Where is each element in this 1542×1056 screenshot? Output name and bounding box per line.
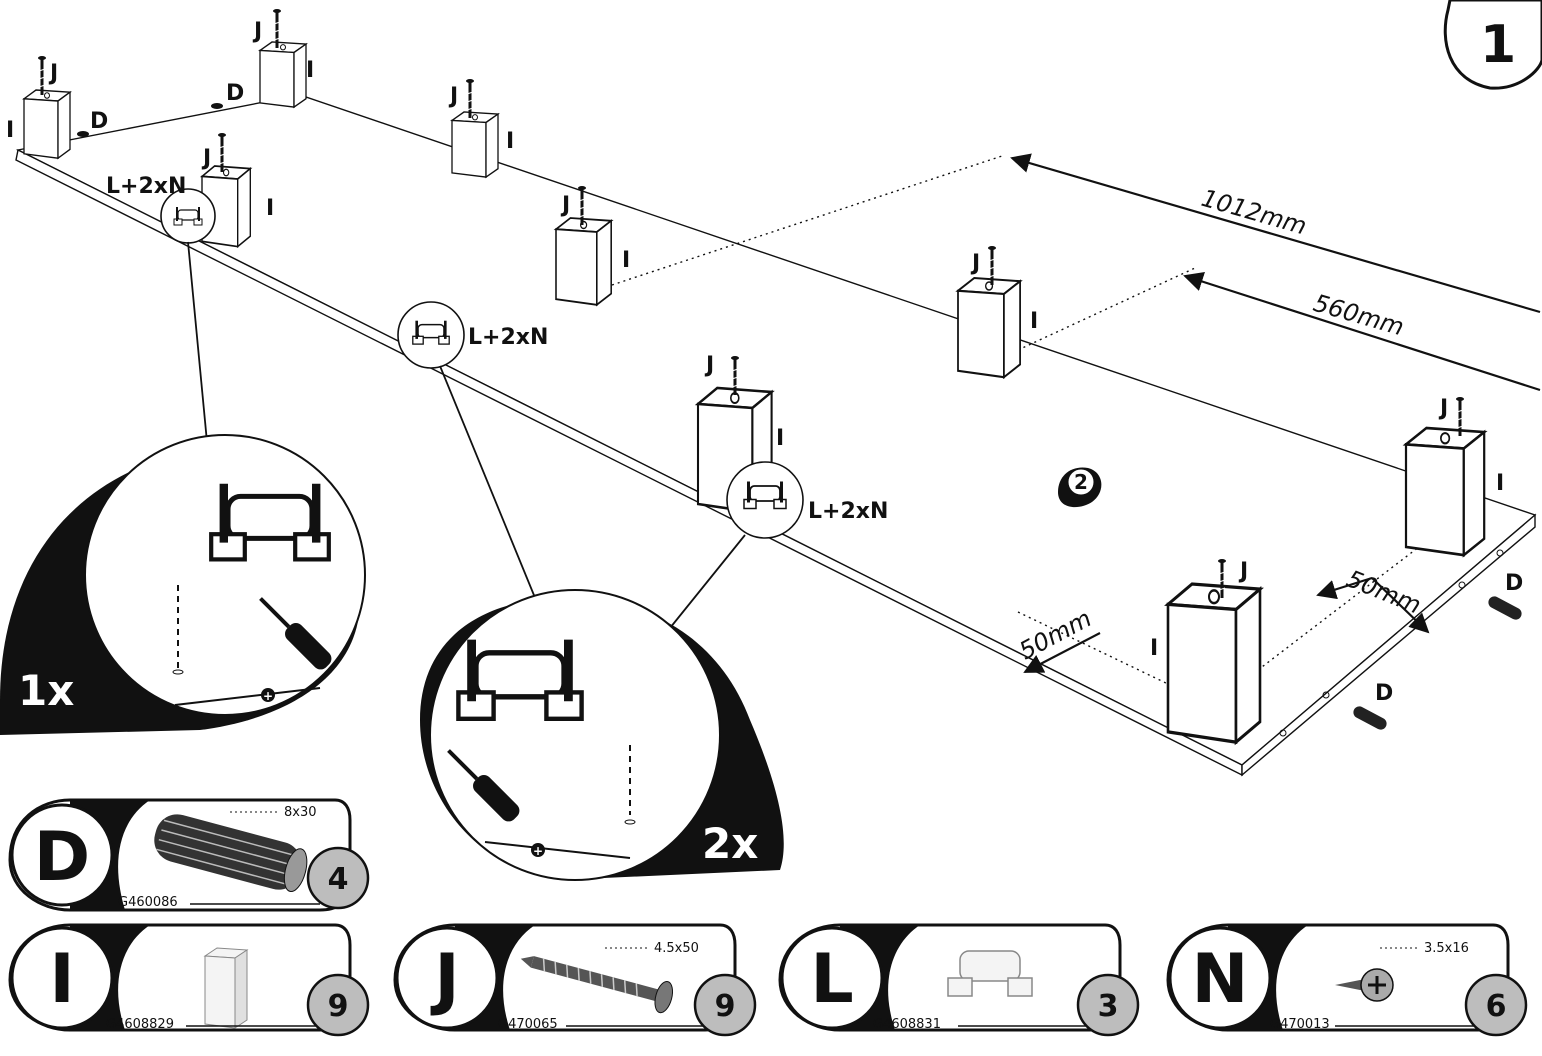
- sub-step-badge: 2: [1058, 467, 1102, 508]
- callout-leaders: [187, 241, 746, 629]
- svg-text:J: J: [252, 19, 262, 44]
- screwdriver-icon: [259, 597, 332, 670]
- svg-text:+: +: [263, 689, 273, 703]
- leg-block-3: [451, 77, 499, 178]
- wood-block-icon: [203, 947, 249, 1029]
- svg-text:9: 9: [328, 989, 349, 1024]
- svg-text:J: J: [201, 146, 211, 171]
- svg-text:I: I: [776, 426, 784, 451]
- svg-text:3.5x16: 3.5x16: [1424, 941, 1469, 956]
- svg-text:1: 1: [1480, 15, 1516, 75]
- part-letter: N: [1192, 940, 1249, 1019]
- svg-text:6: 6: [1486, 989, 1507, 1024]
- part-card-N: N 3.5x16 G470013 6: [1166, 923, 1528, 1037]
- svg-text:+: +: [533, 844, 543, 858]
- svg-text:J: J: [448, 84, 458, 109]
- svg-text:L+2xN: L+2xN: [106, 174, 186, 199]
- part-letter: I: [49, 940, 74, 1019]
- leg-block-6: [956, 244, 1022, 379]
- svg-text:D: D: [1505, 571, 1523, 596]
- detail-callout-2x: 2x +: [420, 589, 784, 881]
- svg-text:3: 3: [1098, 989, 1119, 1024]
- dimension-560mm: 560mm: [1310, 289, 1407, 341]
- svg-text:G470013: G470013: [1270, 1017, 1330, 1032]
- svg-text:G4608829: G4608829: [106, 1017, 174, 1032]
- callout-multiplier-2x: 2x: [702, 819, 758, 868]
- dowel-icon: [154, 814, 308, 893]
- callout-multiplier-1x: 1x: [18, 666, 74, 715]
- svg-text:I: I: [1496, 471, 1504, 496]
- svg-text:J: J: [704, 353, 714, 378]
- svg-text:J: J: [1238, 559, 1248, 584]
- svg-text:I: I: [1030, 309, 1038, 334]
- part-letter: D: [34, 818, 90, 897]
- dowel-placements: [77, 103, 1522, 730]
- part-card-I: I G4608829 9: [8, 923, 370, 1037]
- svg-text:J: J: [970, 251, 980, 276]
- svg-text:D: D: [226, 81, 244, 106]
- wood-screw-icon: [520, 956, 674, 1014]
- svg-text:I: I: [506, 129, 514, 154]
- svg-text:J: J: [1438, 396, 1448, 421]
- svg-text:L+2xN: L+2xN: [808, 499, 888, 524]
- connector-icon: [947, 950, 1033, 997]
- svg-text:L+2xN: L+2xN: [468, 325, 548, 350]
- measurement-guides: [611, 154, 1429, 686]
- svg-text:I: I: [622, 248, 630, 273]
- part-letter: J: [430, 940, 459, 1019]
- svg-text:4: 4: [328, 862, 349, 897]
- svg-text:I: I: [1150, 636, 1158, 661]
- svg-text:G460086: G460086: [118, 895, 178, 910]
- svg-text:I: I: [306, 58, 314, 83]
- dimension-1012mm: 1012mm: [1198, 184, 1309, 241]
- screwdriver-icon: [447, 749, 520, 822]
- part-card-L: L G4608831 3: [778, 923, 1140, 1037]
- svg-text:4.5x50: 4.5x50: [654, 941, 699, 956]
- svg-text:D: D: [1375, 681, 1393, 706]
- part-card-J: J 4.5x50 G470065 9: [393, 923, 757, 1037]
- svg-text:J: J: [560, 193, 570, 218]
- screw-N-icon: [1335, 968, 1394, 1002]
- svg-text:I: I: [266, 196, 274, 221]
- svg-text:G4608831: G4608831: [873, 1017, 941, 1032]
- connector-marker-1: L+2xN: [106, 174, 216, 244]
- connector-marker-2: L+2xN: [397, 301, 548, 369]
- dimension-arrows: [1010, 153, 1541, 673]
- part-letter-labels: I J D D J I J I J I J I J I J I J I J I …: [6, 19, 1523, 706]
- detail-callout-1x: 1x +: [0, 434, 366, 735]
- svg-text:G470065: G470065: [498, 1017, 558, 1032]
- part-card-D: D 8x30 G460086 4: [8, 798, 370, 912]
- svg-text:J: J: [48, 61, 58, 86]
- leg-block-1: [23, 54, 71, 159]
- step-number-badge: 1: [1443, 0, 1542, 90]
- svg-text:D: D: [90, 109, 108, 134]
- svg-text:2: 2: [1074, 470, 1088, 494]
- svg-text:9: 9: [715, 989, 736, 1024]
- part-letter: L: [810, 940, 853, 1019]
- table-top-board: [15, 94, 1537, 777]
- svg-text:8x30: 8x30: [284, 805, 317, 820]
- leg-block-2: [259, 7, 307, 108]
- svg-text:I: I: [6, 118, 14, 143]
- connector-marker-3: L+2xN: [726, 461, 888, 539]
